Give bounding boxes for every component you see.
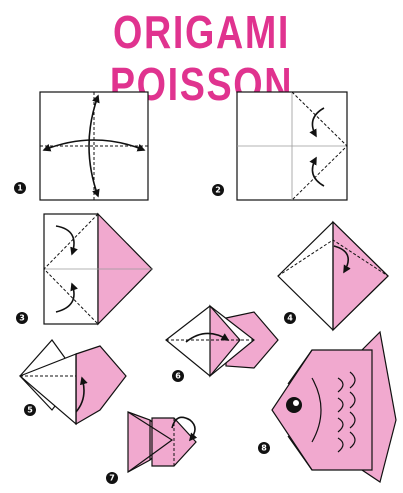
step-1: 1 <box>14 92 148 200</box>
step-6: 6 <box>166 306 278 382</box>
step-number: 5 <box>27 406 33 415</box>
step-number: 4 <box>287 314 293 323</box>
step-3: 3 <box>16 214 152 324</box>
step-number: 1 <box>17 184 23 193</box>
step-2: 2 <box>212 92 347 200</box>
step-5: 5 <box>20 340 126 424</box>
step-number: 3 <box>19 314 25 323</box>
step-number: 7 <box>109 474 115 483</box>
pink-half <box>333 222 388 330</box>
step-number: 6 <box>175 372 181 381</box>
step-4: 4 <box>278 222 388 330</box>
fish-eye-highlight <box>293 400 299 406</box>
step-7: 7 <box>106 412 196 484</box>
step-number: 2 <box>215 186 221 195</box>
step-number: 8 <box>261 444 267 453</box>
fish-body <box>272 350 372 470</box>
step-8: 8 <box>258 332 396 482</box>
